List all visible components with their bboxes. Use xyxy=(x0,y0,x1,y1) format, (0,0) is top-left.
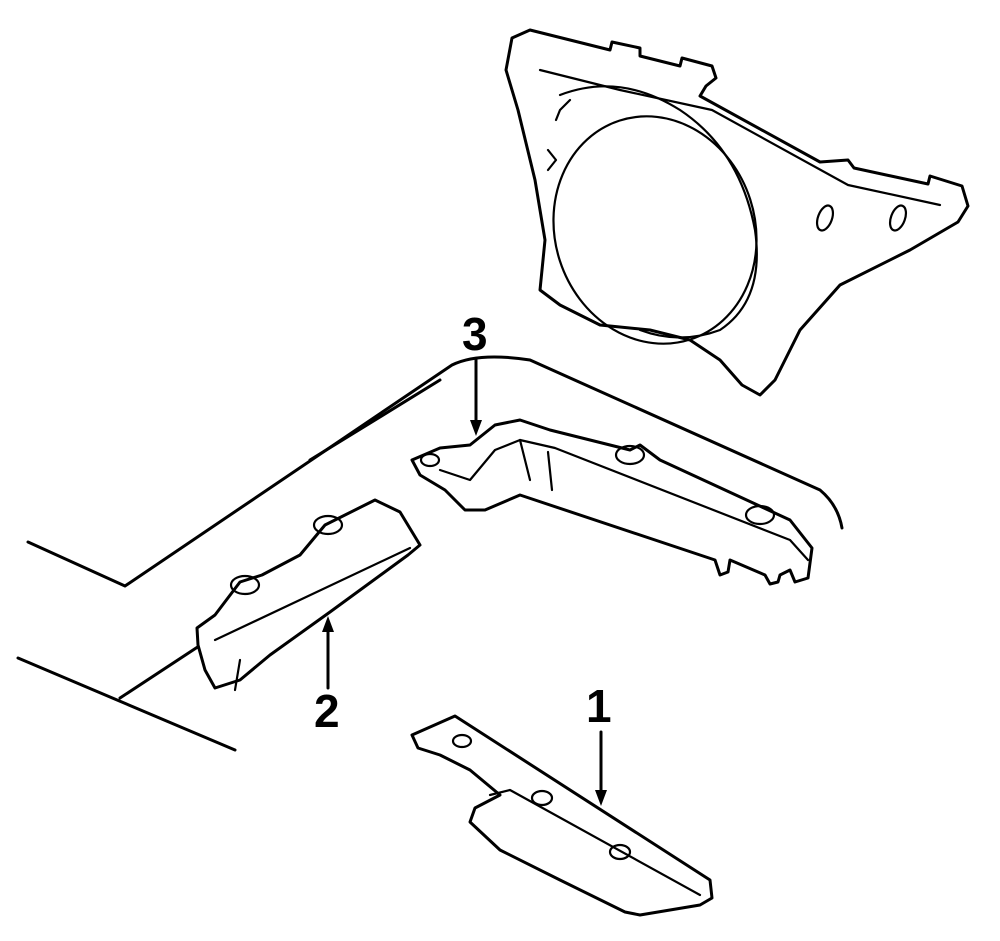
part-3-molding xyxy=(410,418,814,586)
bracket-opening xyxy=(552,115,758,345)
callout-3-label: 3 xyxy=(462,308,488,360)
upper-bracket-housing xyxy=(504,28,970,397)
callout-2-label: 2 xyxy=(314,685,340,737)
callout-3: 3 xyxy=(462,308,488,436)
callout-2: 2 xyxy=(314,616,340,737)
part-1-plate xyxy=(410,714,714,917)
callout-1-label: 1 xyxy=(586,680,612,732)
part-2-molding xyxy=(195,498,422,692)
bracket-hole-right xyxy=(888,204,908,232)
bracket-hole-left xyxy=(815,204,835,232)
callout-1: 1 xyxy=(586,680,612,806)
